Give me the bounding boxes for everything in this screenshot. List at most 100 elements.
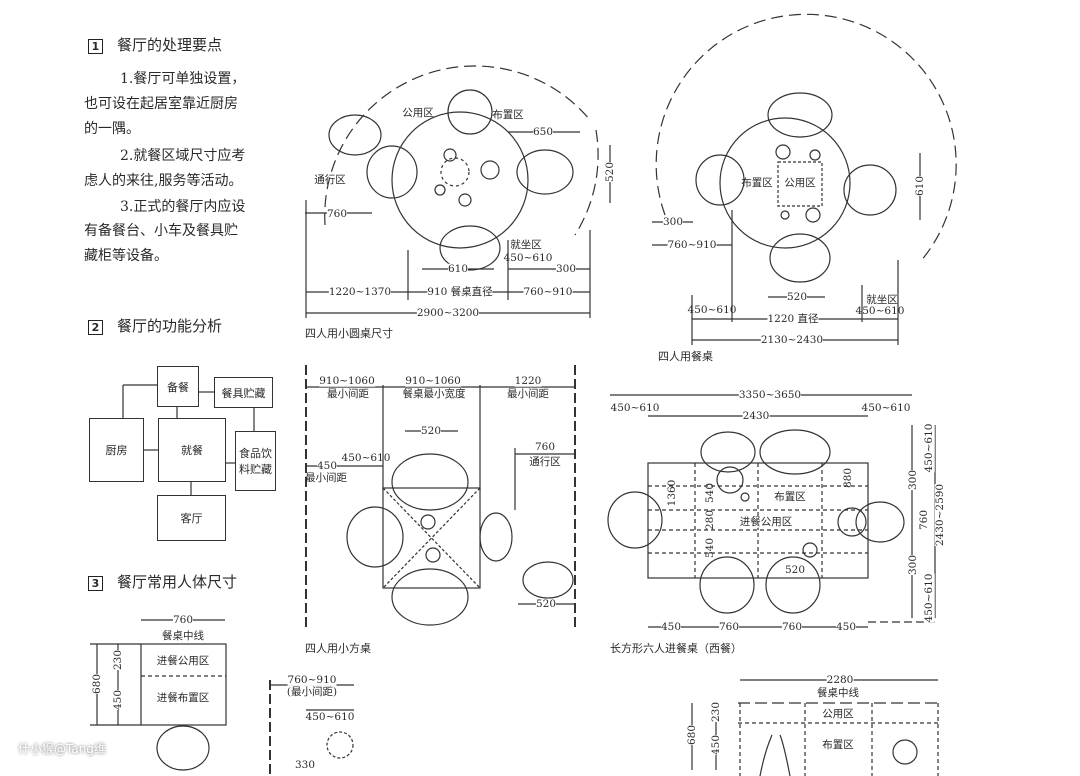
label-setting-zone: 布置区	[822, 738, 854, 751]
dim-label: 910~1060	[405, 374, 461, 387]
dim-label: 760	[326, 207, 348, 220]
label-public-zone: 进餐公用区	[156, 654, 210, 667]
rect-table-drawing	[607, 394, 936, 628]
dim-label: 760	[172, 613, 194, 626]
flow-box-dining: 就餐	[158, 418, 226, 482]
dim-label: 450~610	[687, 303, 737, 316]
dim-label: 520	[784, 563, 806, 576]
dim-label: 450	[660, 620, 682, 633]
dim-label: 450~610	[305, 710, 355, 723]
flow-box-food-storage: 食品饮料贮藏	[235, 431, 276, 491]
dim-label: 最小间距	[507, 387, 549, 400]
label-public-zone: 公用区	[402, 106, 434, 119]
watermark: 什小猴@Tang维	[18, 742, 106, 756]
para-line: 1.餐厅可单独设置，	[120, 71, 246, 87]
dim-label: 1220~1370	[328, 285, 392, 298]
dim-label: 450~610	[341, 451, 391, 464]
dim-label: 300	[555, 262, 577, 275]
person-dims-drawing	[90, 619, 227, 771]
dim-label: 2430	[742, 409, 770, 422]
square-table-drawing	[305, 365, 576, 630]
flow-box-tableware: 餐具贮藏	[214, 377, 273, 408]
section-number: 2	[88, 319, 103, 335]
label-public-zone: 公用区	[822, 707, 854, 720]
dim-label: 450~610	[922, 423, 935, 473]
dim-label: 1220	[514, 374, 542, 387]
flow-box-living: 客厅	[157, 495, 226, 541]
label-setting-zone: 布置区	[741, 176, 773, 189]
dim-label: 2900~3200	[416, 306, 480, 319]
dim-label: 230	[111, 649, 124, 671]
dim-label: 760	[917, 509, 930, 531]
dim-label: 520	[603, 161, 616, 183]
dim-label: 450~610	[922, 573, 935, 623]
dim-label: 760~910	[287, 673, 337, 686]
figure-caption: 四人用小圆桌尺寸	[305, 327, 393, 340]
section-title: 餐厅常用人体尺寸	[117, 573, 238, 591]
label-centerline: 餐桌中线	[162, 629, 204, 642]
dim-label: 2130~2430	[760, 333, 824, 346]
dim-label: 450	[111, 689, 124, 711]
long-table-drawing	[691, 679, 940, 776]
dim-label: 300	[906, 469, 919, 491]
dim-label: 760	[781, 620, 803, 633]
dim-label: 450~610	[503, 251, 553, 264]
dim-label: 650	[532, 125, 554, 138]
label-setting-zone: 布置区	[492, 108, 524, 121]
dim-label: 1360	[665, 479, 678, 507]
dim-label: 450	[316, 459, 338, 472]
flow-box-prep: 备餐	[157, 366, 199, 407]
label-centerline: 餐桌中线	[817, 686, 859, 699]
section-3-heading: 3 餐厅常用人体尺寸	[88, 575, 237, 591]
para-line: 也可设在起居室靠近厨房	[84, 96, 238, 112]
label-public-zone: 进餐公用区	[739, 515, 793, 528]
figure-caption: 四人用小方桌	[305, 642, 371, 655]
label-passage-zone: 通行区	[529, 455, 561, 468]
section-2-heading: 2 餐厅的功能分析	[88, 319, 222, 335]
section-number: 3	[88, 575, 103, 591]
dim-label: 280	[703, 509, 716, 531]
flow-box-kitchen: 厨房	[89, 418, 144, 482]
dim-label: 450~610	[855, 304, 905, 317]
dim-label: 1220 直径	[767, 312, 819, 325]
label-passage-zone: 通行区	[314, 173, 346, 186]
figure-caption: 四人用餐桌	[658, 350, 713, 363]
dim-label: 2280	[826, 673, 854, 686]
dim-label: 760~910	[667, 238, 717, 251]
dim-label: 910~1060	[319, 374, 375, 387]
section-number: 1	[88, 38, 103, 54]
label-seat-zone: 就坐区	[866, 293, 898, 306]
label-setting-zone: 进餐布置区	[156, 691, 210, 704]
dim-label: 520	[786, 290, 808, 303]
dim-label: 餐桌最小宽度	[402, 387, 466, 400]
dim-label: 760	[718, 620, 740, 633]
dim-label: 880	[841, 467, 854, 489]
dim-label: (最小间距)	[286, 685, 338, 698]
dim-label: 450	[709, 734, 722, 756]
para-line: 的一隅。	[84, 121, 140, 137]
dim-label: 450	[835, 620, 857, 633]
dim-label: 760	[534, 440, 556, 453]
dim-label: 最小间距	[327, 387, 369, 400]
dim-label: 330	[294, 758, 316, 771]
para-line: 藏柜等设备。	[84, 248, 168, 264]
para-line: 虑人的来往,服务等活动。	[84, 173, 243, 189]
para-line: 3.正式的餐厅内应设	[120, 199, 246, 215]
dim-label: 最小间距	[305, 471, 347, 484]
section-title: 餐厅的功能分析	[117, 317, 223, 335]
dim-label: 450~610	[861, 401, 911, 414]
label-seat-zone: 就坐区	[510, 238, 542, 251]
para-line: 有备餐台、小车及餐具贮	[84, 223, 238, 239]
flow-arrows	[122, 384, 255, 495]
dim-label: 610	[447, 262, 469, 275]
section-1-heading: 1 餐厅的处理要点	[88, 38, 222, 54]
para-line: 2.就餐区域尺寸应考	[120, 148, 246, 164]
dim-label: 300	[662, 215, 684, 228]
label-public-zone: 公用区	[784, 176, 816, 189]
dim-label: 520	[535, 597, 557, 610]
dim-label: 680	[685, 724, 698, 746]
round-table-small-drawing	[305, 65, 611, 318]
dim-label: 520	[420, 424, 442, 437]
section-title: 餐厅的处理要点	[117, 36, 223, 54]
